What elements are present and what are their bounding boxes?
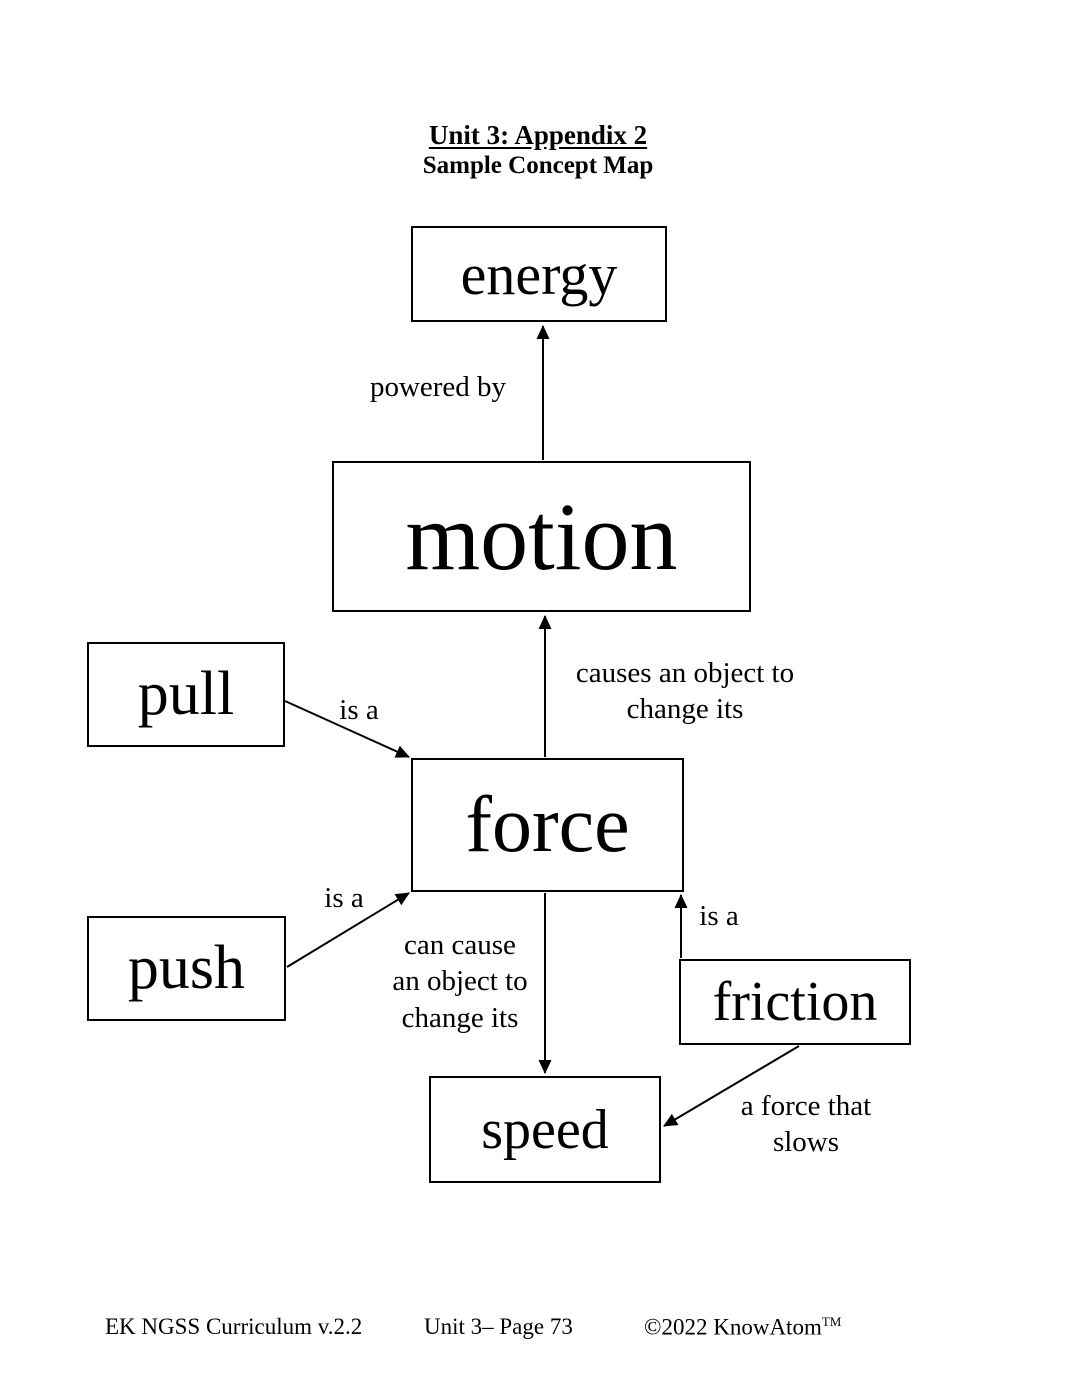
- node-push: push: [87, 916, 286, 1021]
- edge-label-push-is-a: is a: [324, 882, 364, 914]
- node-motion: motion: [332, 461, 751, 612]
- node-energy: energy: [411, 226, 667, 322]
- edge-label-can-cause-change: can cause an object to change its: [392, 929, 528, 1034]
- edge-label-friction-is-a: is a: [699, 900, 739, 932]
- edge-label-powered-by: powered by: [369, 371, 507, 403]
- page-subtitle: Sample Concept Map: [422, 152, 654, 180]
- edge-label-pull-is-a: is a: [339, 694, 379, 726]
- footer-copyright: ©2022 KnowAtomTM: [644, 1314, 841, 1341]
- footer-curriculum-version: EK NGSS Curriculum v.2.2: [105, 1314, 363, 1339]
- edge-label-force-that-slows: a force that slows: [740, 1090, 872, 1159]
- node-force: force: [411, 758, 684, 892]
- footer-page-number: Unit 3– Page 73: [424, 1314, 573, 1339]
- edge-label-causes-change: causes an object to change its: [575, 657, 795, 726]
- footer-copyright-text: ©2022 KnowAtom: [644, 1314, 822, 1340]
- page-title: Unit 3: Appendix 2: [428, 120, 648, 150]
- node-friction: friction: [679, 959, 911, 1045]
- page-header: Unit 3: Appendix 2 Sample Concept Map: [0, 119, 1076, 181]
- node-pull: pull: [87, 642, 285, 747]
- footer-trademark: TM: [821, 1314, 842, 1329]
- node-speed: speed: [429, 1076, 661, 1183]
